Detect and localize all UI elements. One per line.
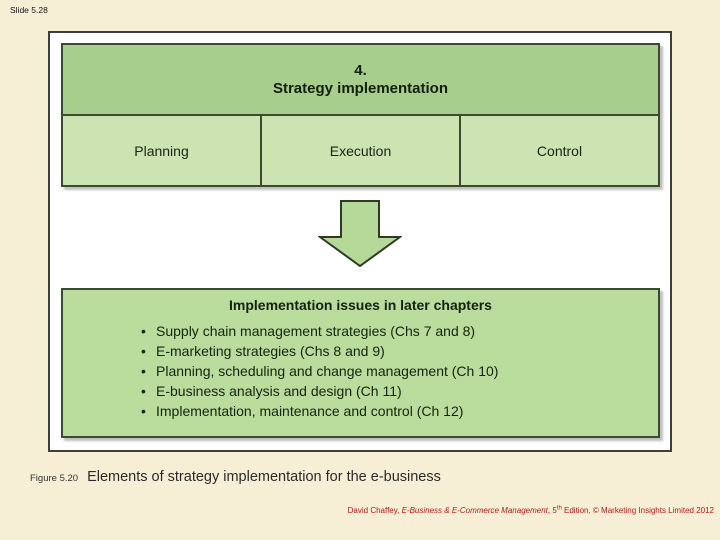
figure-label: Figure 5.20 xyxy=(30,473,79,484)
strategy-implementation-header: 4. Strategy implementation xyxy=(63,45,658,116)
credit-edition-post: Edition, © Marketing Insights Limited 20… xyxy=(561,506,714,515)
list-item: E-business analysis and design (Ch 11) xyxy=(141,381,658,401)
credit-edition-pre: , 5 xyxy=(547,506,557,515)
credit-edition-sup: th xyxy=(556,505,562,512)
cell-control: Control xyxy=(459,116,658,185)
figure-panel: 4. Strategy implementation Planning Exec… xyxy=(48,31,672,452)
down-arrow-icon xyxy=(318,200,402,268)
list-item: Implementation, maintenance and control … xyxy=(141,401,658,421)
implementation-issues-title: Implementation issues in later chapters xyxy=(229,297,492,313)
implementation-issues-box: Implementation issues in later chapters … xyxy=(61,288,660,438)
stage-number: 4. xyxy=(354,61,367,79)
stage-title: Strategy implementation xyxy=(272,79,449,97)
stage-cells-row: Planning Execution Control xyxy=(63,116,658,185)
slide-number-label: Slide 5.28 xyxy=(10,5,48,15)
list-item: Supply chain management strategies (Chs … xyxy=(141,321,658,341)
credit-book-title: E-Business & E-Commerce Management xyxy=(401,506,548,515)
down-arrow-shape xyxy=(318,200,402,268)
copyright-credit: David Chaffey, E-Business & E-Commerce M… xyxy=(347,505,714,515)
figure-caption-text: Elements of strategy implementation for … xyxy=(87,469,441,485)
strategy-implementation-box: 4. Strategy implementation Planning Exec… xyxy=(61,43,660,187)
implementation-issues-list: Supply chain management strategies (Chs … xyxy=(141,321,658,421)
cell-execution: Execution xyxy=(260,116,459,185)
figure-caption: Figure 5.20 Elements of strategy impleme… xyxy=(30,469,441,485)
cell-planning: Planning xyxy=(63,116,260,185)
list-item: Planning, scheduling and change manageme… xyxy=(141,361,658,381)
list-item: E-marketing strategies (Chs 8 and 9) xyxy=(141,341,658,361)
credit-author: David Chaffey, xyxy=(347,506,402,515)
